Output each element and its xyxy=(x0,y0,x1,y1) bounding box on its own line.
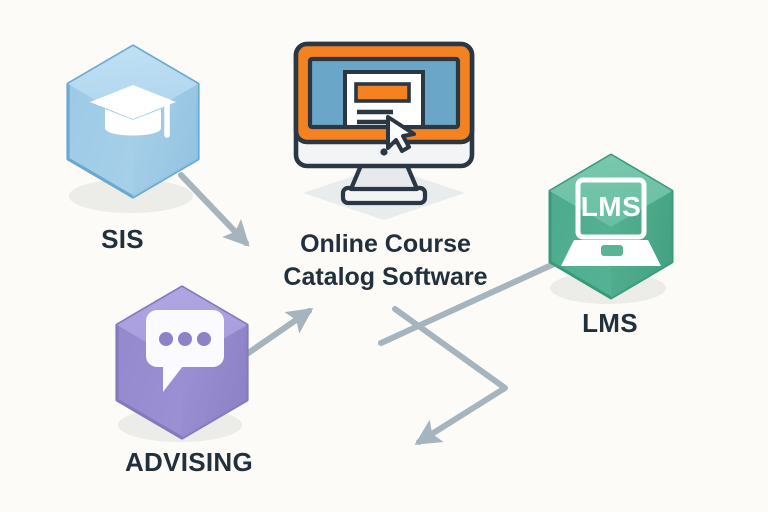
center-node-label: Online Course Catalog Software xyxy=(243,228,528,294)
cursor-arrow-icon xyxy=(386,115,416,153)
node-advising[interactable] xyxy=(115,285,249,442)
center-label-line-1: Online Course xyxy=(300,230,471,258)
monitor-power-dot xyxy=(380,148,388,156)
laptop-screen-text: LMS xyxy=(581,191,642,222)
sis-facet-right xyxy=(133,84,198,197)
connector-center-to-downstream xyxy=(392,306,508,445)
chat-bubble-icon xyxy=(146,310,224,392)
node-sis[interactable] xyxy=(66,44,200,213)
connector-sis-to-center xyxy=(178,172,250,247)
node-lms[interactable]: LMS xyxy=(548,153,674,304)
connector-layer xyxy=(178,172,559,445)
document-header-block xyxy=(354,82,411,103)
graduation-cap-icon xyxy=(90,85,176,138)
laptop-icon: LMS xyxy=(561,177,661,266)
node-label-lms: LMS xyxy=(582,308,638,338)
advising-facet-right xyxy=(182,325,247,438)
connector-advising-to-center xyxy=(241,308,314,359)
node-label-advising: ADVISING xyxy=(124,447,254,477)
center-label-line-2: Catalog Software xyxy=(283,263,488,291)
node-label-sis: SIS xyxy=(101,224,144,254)
desktop-monitor-icon[interactable] xyxy=(293,41,475,220)
connector-lms-to-center xyxy=(378,260,559,346)
